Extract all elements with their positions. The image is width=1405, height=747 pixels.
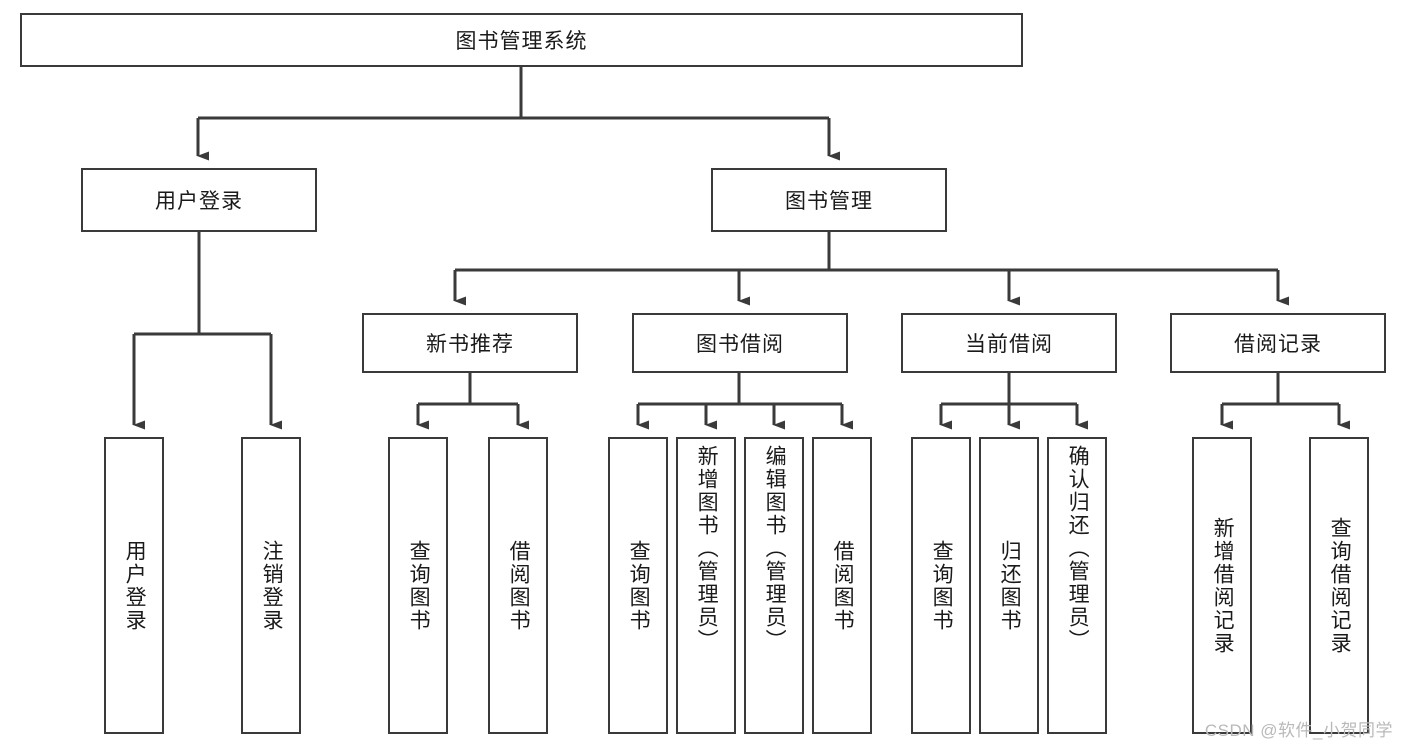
node-book-management-label: 图书管理 <box>785 190 873 213</box>
node-book-management[interactable]: 图书管理 <box>711 168 947 232</box>
leaf-new-book-recommend-2-label: 借阅图书 <box>507 539 531 632</box>
leaf-borrow-record-1[interactable]: 新增借阅记录 <box>1192 437 1252 734</box>
leaf-user-login-2-label: 注销登录 <box>260 539 284 632</box>
leaf-borrow-record-2[interactable]: 查询借阅记录 <box>1309 437 1369 734</box>
leaf-current-borrow-1[interactable]: 查询图书 <box>911 437 971 734</box>
leaf-book-borrow-2-label: 新增图书（管理员） <box>695 445 719 652</box>
leaf-book-borrow-1-label: 查询图书 <box>627 539 651 632</box>
leaf-borrow-record-1-wrap: 新增借阅记录 <box>1194 439 1250 732</box>
leaf-book-borrow-4[interactable]: 借阅图书 <box>812 437 872 734</box>
node-borrow-record[interactable]: 借阅记录 <box>1170 313 1386 373</box>
node-user-login-label: 用户登录 <box>155 190 243 213</box>
leaf-book-borrow-1[interactable]: 查询图书 <box>608 437 668 734</box>
leaf-current-borrow-3-wrap: 确认归还（管理员） <box>1049 439 1105 732</box>
leaf-user-login-1-wrap: 用户登录 <box>106 439 162 732</box>
leaf-book-borrow-3-label: 编辑图书（管理员） <box>763 445 787 652</box>
node-new-book-recommend[interactable]: 新书推荐 <box>362 313 578 373</box>
leaf-current-borrow-2[interactable]: 归还图书 <box>979 437 1039 734</box>
leaf-user-login-1[interactable]: 用户登录 <box>104 437 164 734</box>
csdn-watermark: CSDN @软件_小贺同学 <box>1204 721 1393 740</box>
leaf-new-book-recommend-1-wrap: 查询图书 <box>390 439 446 732</box>
node-root-label: 图书管理系统 <box>455 30 588 53</box>
leaf-user-login-1-label: 用户登录 <box>123 539 147 632</box>
node-borrow-record-label: 借阅记录 <box>1234 333 1322 356</box>
leaf-book-borrow-2[interactable]: 新增图书（管理员） <box>676 437 736 734</box>
node-book-borrow[interactable]: 图书借阅 <box>632 313 848 373</box>
leaf-current-borrow-3-label: 确认归还（管理员） <box>1066 445 1090 652</box>
leaf-borrow-record-2-label: 查询借阅记录 <box>1328 516 1352 655</box>
leaf-book-borrow-4-label: 借阅图书 <box>831 539 855 632</box>
node-current-borrow[interactable]: 当前借阅 <box>901 313 1117 373</box>
leaf-book-borrow-1-wrap: 查询图书 <box>610 439 666 732</box>
leaf-current-borrow-3[interactable]: 确认归还（管理员） <box>1047 437 1107 734</box>
node-new-book-recommend-label: 新书推荐 <box>426 333 514 356</box>
leaf-current-borrow-1-wrap: 查询图书 <box>913 439 969 732</box>
leaf-book-borrow-3-wrap: 编辑图书（管理员） <box>746 439 802 732</box>
leaf-new-book-recommend-1[interactable]: 查询图书 <box>388 437 448 734</box>
leaf-borrow-record-2-wrap: 查询借阅记录 <box>1311 439 1367 732</box>
node-book-borrow-label: 图书借阅 <box>696 333 784 356</box>
node-user-login[interactable]: 用户登录 <box>81 168 317 232</box>
leaf-book-borrow-4-wrap: 借阅图书 <box>814 439 870 732</box>
leaf-user-login-2-wrap: 注销登录 <box>243 439 299 732</box>
leaf-current-borrow-2-wrap: 归还图书 <box>981 439 1037 732</box>
node-current-borrow-label: 当前借阅 <box>965 333 1053 356</box>
leaf-borrow-record-1-label: 新增借阅记录 <box>1211 516 1235 655</box>
leaf-book-borrow-3[interactable]: 编辑图书（管理员） <box>744 437 804 734</box>
leaf-new-book-recommend-2-wrap: 借阅图书 <box>490 439 546 732</box>
leaf-new-book-recommend-1-label: 查询图书 <box>407 539 431 632</box>
leaf-user-login-2[interactable]: 注销登录 <box>241 437 301 734</box>
leaf-current-borrow-2-label: 归还图书 <box>998 539 1022 632</box>
leaf-book-borrow-2-wrap: 新增图书（管理员） <box>678 439 734 732</box>
leaf-new-book-recommend-2[interactable]: 借阅图书 <box>488 437 548 734</box>
node-root[interactable]: 图书管理系统 <box>20 13 1023 67</box>
leaf-current-borrow-1-label: 查询图书 <box>930 539 954 632</box>
